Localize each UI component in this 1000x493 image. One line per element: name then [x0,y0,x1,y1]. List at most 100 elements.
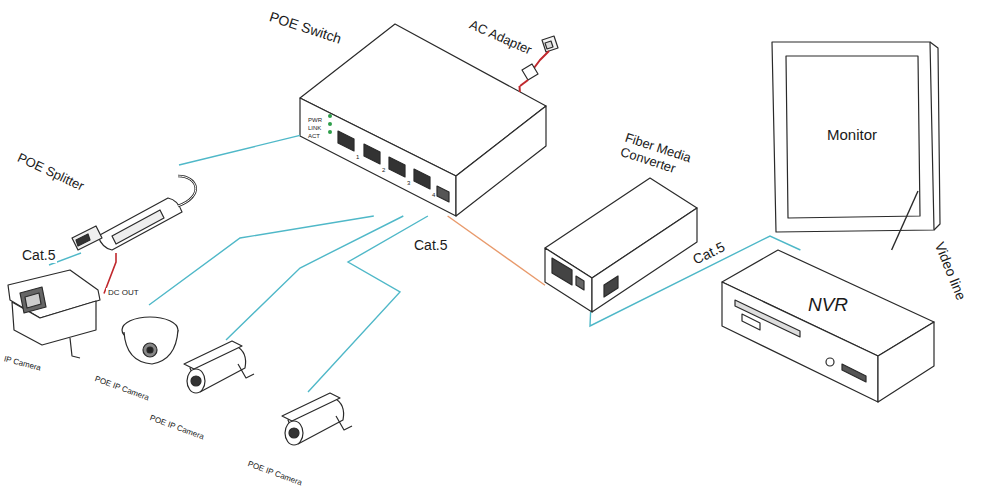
poe-splitter-symbol [98,198,182,250]
port-label: 3 [407,180,410,187]
nvr-symbol [842,364,866,382]
node-heading: POE IP Camera [148,413,205,441]
node-heading: POE Splitter [15,151,86,195]
ac-adapter-symbol [542,36,558,52]
ip-camera: IP Camera [4,265,104,360]
monitor-symbol [772,42,940,232]
dome-camera-symbol [147,347,153,353]
poe-switch-symbol [338,131,354,151]
edge-label-holder: Video line [918,262,983,280]
poe-splitter-symbol [178,176,196,206]
node-heading: POE IP Camera [246,459,303,487]
media-converter-symbol [552,258,572,285]
node-heading: IP Camera [3,354,42,373]
poe-splitter: POE Splitter [60,165,200,253]
ip-camera-symbol [20,287,46,313]
nvr-symbol [722,250,934,402]
media-converter-symbol [545,178,697,312]
bullet-camera-symbol [336,416,352,430]
fiber-media-converter: Fiber Media Converter [545,178,697,312]
cable-line [308,216,428,392]
cable-line [448,216,545,285]
bullet-camera-symbol [238,364,254,378]
media-converter-symbol [545,248,592,312]
edge-label-holder: Cat.5 [690,244,727,262]
poe-switch-symbol [389,157,405,177]
nvr-symbol [742,314,760,330]
nvr-symbol [722,282,878,402]
bullet-camera-symbol [285,421,303,445]
port-label: PWR [308,117,322,124]
cable-line [179,135,300,165]
bullet-camera-symbol [184,341,242,369]
poe-ip-camera: POE IP Camera [150,340,245,430]
label-holder: 3 [407,171,410,189]
label-holder: 1 [356,145,359,163]
nvr-box: NVR [722,250,934,404]
ac-adapter-symbol [545,41,553,49]
poe-splitter-symbol [76,234,90,246]
node-label: NVR [808,294,848,316]
poe-switch-symbol [456,106,546,216]
edge-label-holder: Cat.5 [20,246,57,264]
ip-camera-symbol [25,293,41,308]
port-label: LINK [308,125,321,132]
cable-line [149,216,374,305]
poe-splitter-symbol [178,176,196,206]
poe-switch-symbol [328,122,332,126]
poe-ip-camera: POE IP Camera [95,305,185,390]
poe-ip-camera: POE IP Camera [248,392,348,487]
bullet-camera-symbol [187,369,205,393]
poe-splitter-symbol [112,210,164,244]
port-label: 1 [356,154,359,161]
bullet-camera-symbol [289,428,299,438]
node-heading: Fiber Media Converter [618,131,715,188]
poe-switch-symbol [300,98,456,216]
cable-line [892,191,918,250]
ip-camera-symbol [8,270,100,358]
label-holder: Cat.5 [412,236,449,254]
edge-label: Cat.5 [20,247,57,263]
media-converter-symbol [576,276,584,290]
poe-switch-symbol [364,144,380,164]
edge-label-holder: DC OUT [106,281,141,299]
label-holder: LINK [308,116,321,134]
edge-label: Video line [931,238,970,305]
poe-switch: POE Switch [300,92,546,216]
poe-switch-symbol [300,24,546,216]
poe-splitter-symbol [72,226,102,250]
cable-label: Cat.5 [412,237,449,253]
poe-switch-symbol [414,169,430,189]
edge-label: DC OUT [106,288,141,297]
nvr-symbol [826,358,834,366]
ip-camera-symbol [70,338,80,358]
nvr-symbol [878,322,934,402]
poe-switch-symbol [328,130,332,134]
ac-adapter-symbol [534,51,549,68]
port-label: 4 [432,192,435,199]
ac-adapter: AC Adapter [470,14,560,86]
label-holder: 4 [432,183,435,201]
media-converter-symbol [592,208,697,312]
ac-adapter-symbol [520,80,528,86]
monitor-symbol [772,42,934,232]
dome-camera-symbol [143,343,157,357]
bullet-camera-symbol [282,393,340,421]
monitor-symbol [786,56,920,218]
bullet-camera-symbol [184,341,254,393]
nvr-symbol [735,300,800,337]
label-holder: 2 [382,158,385,176]
node-heading: POE IP Camera [93,374,150,402]
poe-splitter-symbol [72,176,196,250]
poe-switch-symbol [437,186,449,202]
node-label: Monitor [827,126,877,143]
port-label: 2 [382,167,385,174]
cable-line [519,86,521,92]
port-label: ACT [308,133,320,140]
cable-line [590,236,800,326]
bullet-camera-symbol [282,393,352,445]
label-holder: ACT [308,124,320,142]
ac-adapter-symbol [522,64,538,80]
label-holder: PWR [308,108,322,126]
